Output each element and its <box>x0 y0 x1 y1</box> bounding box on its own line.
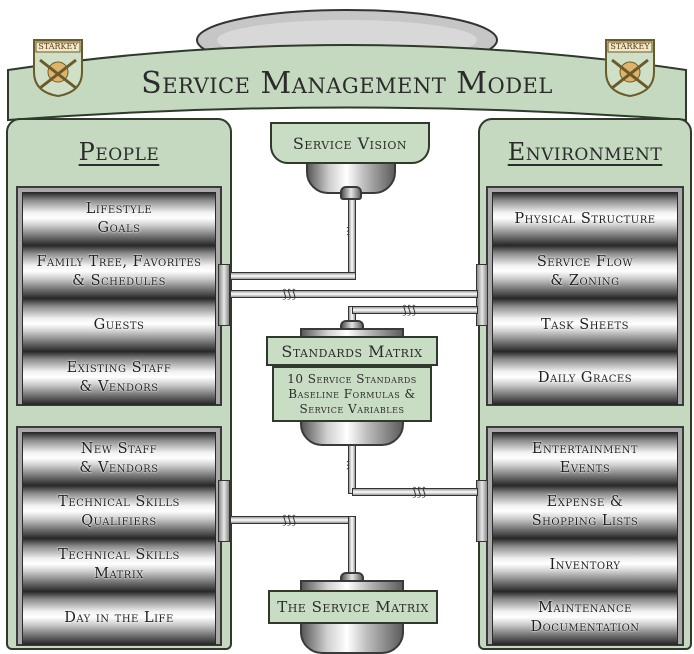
people-group-1: Lifestyle Goals Family Tree, Favorites &… <box>16 186 222 406</box>
page-title: Service Management Model <box>141 66 553 101</box>
cylinder-guests: Guests <box>22 298 216 352</box>
cylinder-label: New Staff & Vendors <box>79 441 159 476</box>
pipe <box>352 306 478 314</box>
cylinder-maintenance: Maintenance Documentation <box>492 591 678 645</box>
crest-logo-right: STARKEY <box>600 36 660 98</box>
pipe <box>348 440 356 494</box>
cylinder-task-sheets: Task Sheets <box>492 298 678 352</box>
environment-group-2: Entertainment Events Expense & Shopping … <box>486 426 684 646</box>
cylinder-family-tree: Family Tree, Favorites & Schedules <box>22 245 216 299</box>
cylinder-existing-staff: Existing Staff & Vendors <box>22 351 216 405</box>
cylinder-label: Daily Graces <box>537 369 633 386</box>
cylinder-label: Task Sheets <box>540 316 630 333</box>
pipe <box>230 290 478 298</box>
cylinder-label: Technical Skills Matrix <box>58 547 180 582</box>
service-matrix-banner: The Service Matrix <box>268 590 438 624</box>
rope-coupling-icon: ⟆⟆⟆ <box>402 303 417 317</box>
cylinder-expense-shopping: Expense & Shopping Lists <box>492 485 678 539</box>
crest-text: STARKEY <box>38 42 78 51</box>
environment-title: Environment <box>507 138 663 166</box>
pipe <box>348 516 356 578</box>
cylinder-label: Expense & Shopping Lists <box>531 494 639 529</box>
crest-icon <box>33 39 83 98</box>
rope-coupling-icon: ⫶ <box>346 225 350 239</box>
standards-details: 10 Service Standards Baseline Formulas &… <box>272 366 432 422</box>
pipe <box>352 488 478 496</box>
cylinder-label: Physical Structure <box>514 210 656 227</box>
cylinder-daily-graces: Daily Graces <box>492 351 678 405</box>
cylinder-physical-structure: Physical Structure <box>492 192 678 246</box>
environment-group-1: Physical Structure Service Flow & Zoning… <box>486 186 684 406</box>
rope-coupling-icon: ⟆⟆⟆ <box>412 485 427 499</box>
pipe <box>230 272 356 280</box>
pipe <box>348 188 356 278</box>
cylinder-label: Technical Skills Qualifiers <box>58 494 180 529</box>
rope-coupling-icon: ⟆⟆⟆ <box>282 513 297 527</box>
people-title: People <box>78 138 160 166</box>
crest-text: STARKEY <box>610 42 650 51</box>
cylinder-new-staff: New Staff & Vendors <box>22 432 216 486</box>
connector-bracket <box>218 264 230 326</box>
service-vision-banner: Service Vision <box>270 122 430 164</box>
cylinder-label: Existing Staff & Vendors <box>66 360 172 395</box>
cylinder-service-flow: Service Flow & Zoning <box>492 245 678 299</box>
cylinder-label: Guests <box>93 316 145 333</box>
cylinder-label: Service Flow & Zoning <box>536 254 634 289</box>
crest-icon <box>605 39 655 98</box>
cylinder-label: Inventory <box>549 556 621 573</box>
crest-logo-left: STARKEY <box>28 36 88 98</box>
rope-coupling-icon: ⫶ <box>346 459 350 473</box>
cylinder-technical-skills-qualifiers: Technical Skills Qualifiers <box>22 485 216 539</box>
connector-bracket <box>476 480 488 542</box>
people-group-2: New Staff & Vendors Technical Skills Qua… <box>16 426 222 646</box>
cylinder-technical-skills-matrix: Technical Skills Matrix <box>22 538 216 592</box>
top-arch <box>7 9 687 122</box>
cylinder-lifestyle-goals: Lifestyle Goals <box>22 192 216 246</box>
cylinder-inventory: Inventory <box>492 538 678 592</box>
cylinder-entertainment-events: Entertainment Events <box>492 432 678 486</box>
cylinder-label: Lifestyle Goals <box>85 201 153 236</box>
standards-matrix-banner: Standards Matrix <box>266 336 438 366</box>
rope-coupling-icon: ⟆⟆⟆ <box>282 287 297 301</box>
cylinder-label: Family Tree, Favorites & Schedules <box>36 254 202 289</box>
connector-bracket <box>218 480 230 542</box>
cylinder-label: Entertainment Events <box>531 441 639 476</box>
canister-knob <box>340 186 362 200</box>
cylinder-label: Maintenance Documentation <box>530 600 640 635</box>
cylinder-label: Day in the Life <box>64 609 174 626</box>
cylinder-day-in-the-life: Day in the Life <box>22 591 216 645</box>
